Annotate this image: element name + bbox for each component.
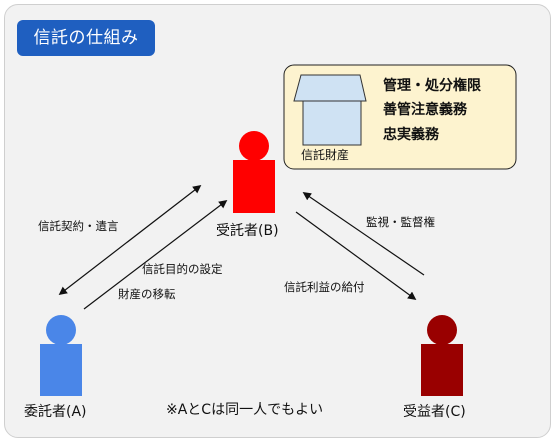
duty-management-disposal: 管理・処分権限 [383, 78, 481, 94]
trustee-label: 受託者(B) [216, 223, 279, 239]
label-trust-contract-will: 信託契約・遺言 [38, 219, 119, 233]
trust-property-label: 信託財産 [301, 148, 350, 162]
house-icon [293, 74, 367, 146]
arrow-property-transfer [83, 199, 228, 310]
label-supervision: 監視・監督権 [366, 215, 435, 229]
duty-care: 善管注意義務 [383, 102, 467, 118]
beneficiary-label: 受益者(C) [403, 404, 466, 420]
label-property-transfer: 財産の移転 [118, 287, 176, 301]
duty-loyalty: 忠実義務 [383, 127, 439, 143]
settlor-figure [40, 315, 82, 396]
arrow-trust-contract [58, 184, 202, 296]
beneficiary-figure [421, 315, 463, 396]
label-benefit-provision: 信託利益の給付 [284, 280, 365, 294]
arrow-benefit-provision [295, 211, 417, 300]
arrow-supervision [302, 192, 425, 276]
note-same-person: ※AとCは同一人でもよい [166, 402, 324, 418]
page-title: 信託の仕組み [17, 20, 155, 56]
trustee-figure [233, 131, 275, 213]
settlor-label: 委託者(A) [24, 404, 87, 420]
label-trust-purpose-setting: 信託目的の設定 [142, 262, 223, 276]
